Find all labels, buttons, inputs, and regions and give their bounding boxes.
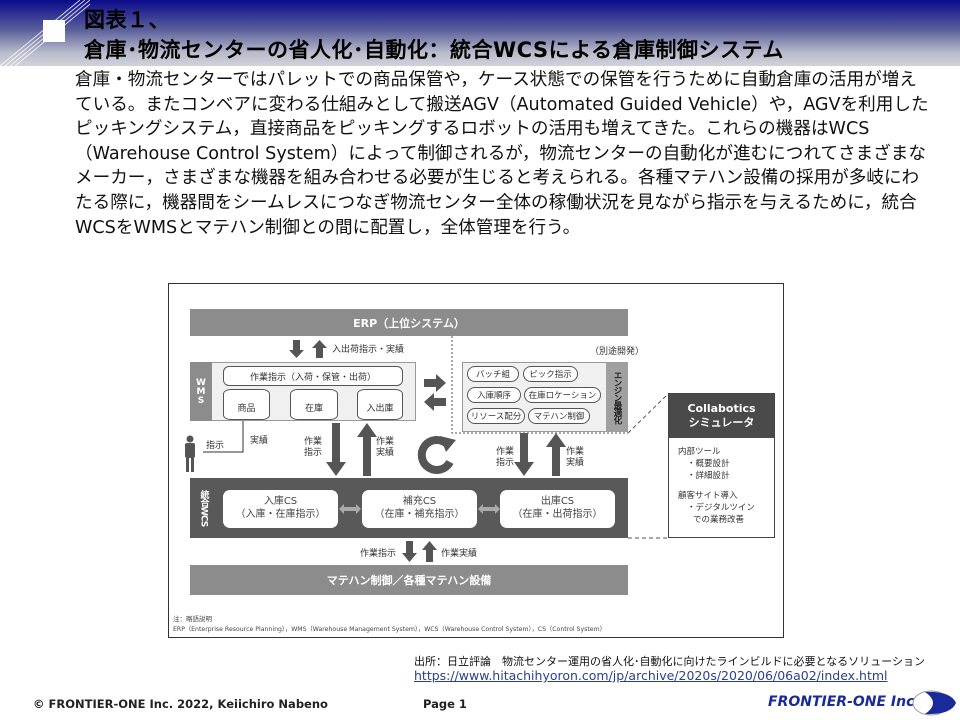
person-instruction-label: 指示 xyxy=(206,441,225,451)
arrow-down-icon xyxy=(289,340,304,358)
arrow-up-icon xyxy=(422,541,437,562)
db-inventory: 在庫 xyxy=(290,389,338,420)
person-icon xyxy=(185,435,195,472)
material-handling-bar: マテハン制御／各種マテハン設備 xyxy=(190,565,628,595)
collabotics-header: Collabotics シミュレータ xyxy=(669,394,774,438)
double-arrow-icon xyxy=(478,504,500,514)
wcs-mh-down-label: 作業指示 xyxy=(360,549,397,559)
engine-item: 在庫ロケーション xyxy=(524,387,601,403)
note-title: 注：略語説明 xyxy=(173,615,212,623)
collabotics-line: ・概要設計 xyxy=(687,459,730,469)
engine-item: リソース配分 xyxy=(467,408,525,424)
cs-desc: （在庫・出荷指示） xyxy=(512,509,603,520)
cs-name: 入庫CS xyxy=(263,496,298,507)
collabotics-line: での業務改善 xyxy=(693,515,745,525)
engine-item: 入庫順序 xyxy=(467,387,521,403)
arrow-up-icon xyxy=(312,340,327,358)
cs-name: 補充CS xyxy=(402,496,437,507)
engine-label: エンジン最適化 xyxy=(606,362,628,432)
collabotics-subtitle: シミュレータ xyxy=(688,416,755,429)
wms-label: WMS xyxy=(190,362,212,421)
cs-name: 出庫CS xyxy=(540,496,575,507)
note-text: ERP（Enterprise Resource Planning），WMS（Wa… xyxy=(173,626,606,633)
db-inout: 入出庫 xyxy=(357,389,403,420)
title-square-icon xyxy=(43,20,65,42)
erp-wms-label: 入出荷指示・実績 xyxy=(332,345,405,355)
arrow-down-icon xyxy=(326,423,346,476)
collabotics-title: Collabotics xyxy=(687,402,756,415)
wcs-mh-up-label: 作業実績 xyxy=(441,549,478,559)
page-number: Page 1 xyxy=(423,697,467,711)
double-arrow-icon xyxy=(339,504,361,514)
engine-item: ピック指示 xyxy=(523,366,578,382)
separate-dev-border xyxy=(451,336,628,434)
arrow-left-icon xyxy=(424,393,446,411)
engine-wcs-up-label: 作業実績 xyxy=(566,447,585,468)
cs-box-inbound: 入庫CS （入庫・在庫指示） xyxy=(223,490,338,528)
collabotics-line: ・デジタルツイン xyxy=(687,503,755,513)
cs-box-outbound: 出庫CS （在庫・出荷指示） xyxy=(500,490,615,528)
wms-wcs-down-label: 作業指示 xyxy=(304,437,323,458)
collabotics-line: ・詳細設計 xyxy=(687,471,730,481)
source-link[interactable]: https://www.hitachihyoron.com/jp/archive… xyxy=(414,668,888,683)
slide-header: 図表１、 倉庫･物流センターの省人化･自動化：統合WCSによる倉庫制御システム xyxy=(0,0,960,66)
db-products: 商品 xyxy=(223,389,270,420)
arrow-down-icon xyxy=(402,541,417,562)
arrow-up-icon xyxy=(546,433,566,476)
source-citation: 出所：日立評論 物流センター運用の省人化･自動化に向けたラインビルドに必要となる… xyxy=(414,655,925,668)
arrow-down-icon xyxy=(514,433,534,476)
brand-name: FRONTIER-ONE Inc. xyxy=(768,694,920,710)
person-result-label: 実績 xyxy=(250,436,269,446)
body-paragraph: 倉庫・物流センターではパレットでの商品保管や，ケース状態での保管を行うために自動… xyxy=(75,70,929,238)
brand-logo-icon xyxy=(912,690,956,716)
collabotics-line: 内部ツール xyxy=(678,447,721,457)
title-line-2: 倉庫･物流センターの省人化･自動化：統合WCSによる倉庫制御システム xyxy=(84,38,784,62)
cs-desc: （在庫・補充指示） xyxy=(374,509,465,520)
engine-item: マテハン制御 xyxy=(528,408,590,424)
cs-desc: （入庫・在庫指示） xyxy=(235,509,326,520)
cycle-arrow-icon xyxy=(417,436,454,474)
engine-wcs-down-label: 作業指示 xyxy=(496,447,515,468)
collabotics-body: 内部ツール ・概要設計 ・詳細設計 顧客サイト導入 ・デジタルツイン での業務改… xyxy=(669,438,774,526)
title-line-1: 図表１、 xyxy=(84,8,170,32)
cs-box-replenish: 補充CS （在庫・補充指示） xyxy=(362,490,477,528)
wcs-label: 統合WCS xyxy=(198,489,209,527)
arrow-up-icon xyxy=(357,423,377,476)
copyright: © FRONTIER-ONE Inc. 2022, Keiichiro Nabe… xyxy=(33,697,328,711)
erp-bar: ERP（上位システム） xyxy=(190,309,628,336)
arrow-right-icon xyxy=(424,374,446,392)
collabotics-box: Collabotics シミュレータ 内部ツール ・概要設計 ・詳細設計 顧客サ… xyxy=(668,393,775,538)
wms-wcs-up-label: 作業実績 xyxy=(376,437,395,458)
wms-task: 作業指示（入荷・保管・出荷） xyxy=(223,366,403,386)
collabotics-line: 顧客サイト導入 xyxy=(678,491,738,501)
separate-dev-label: （別途開発） xyxy=(590,347,645,357)
engine-item: バッチ組 xyxy=(467,366,519,382)
